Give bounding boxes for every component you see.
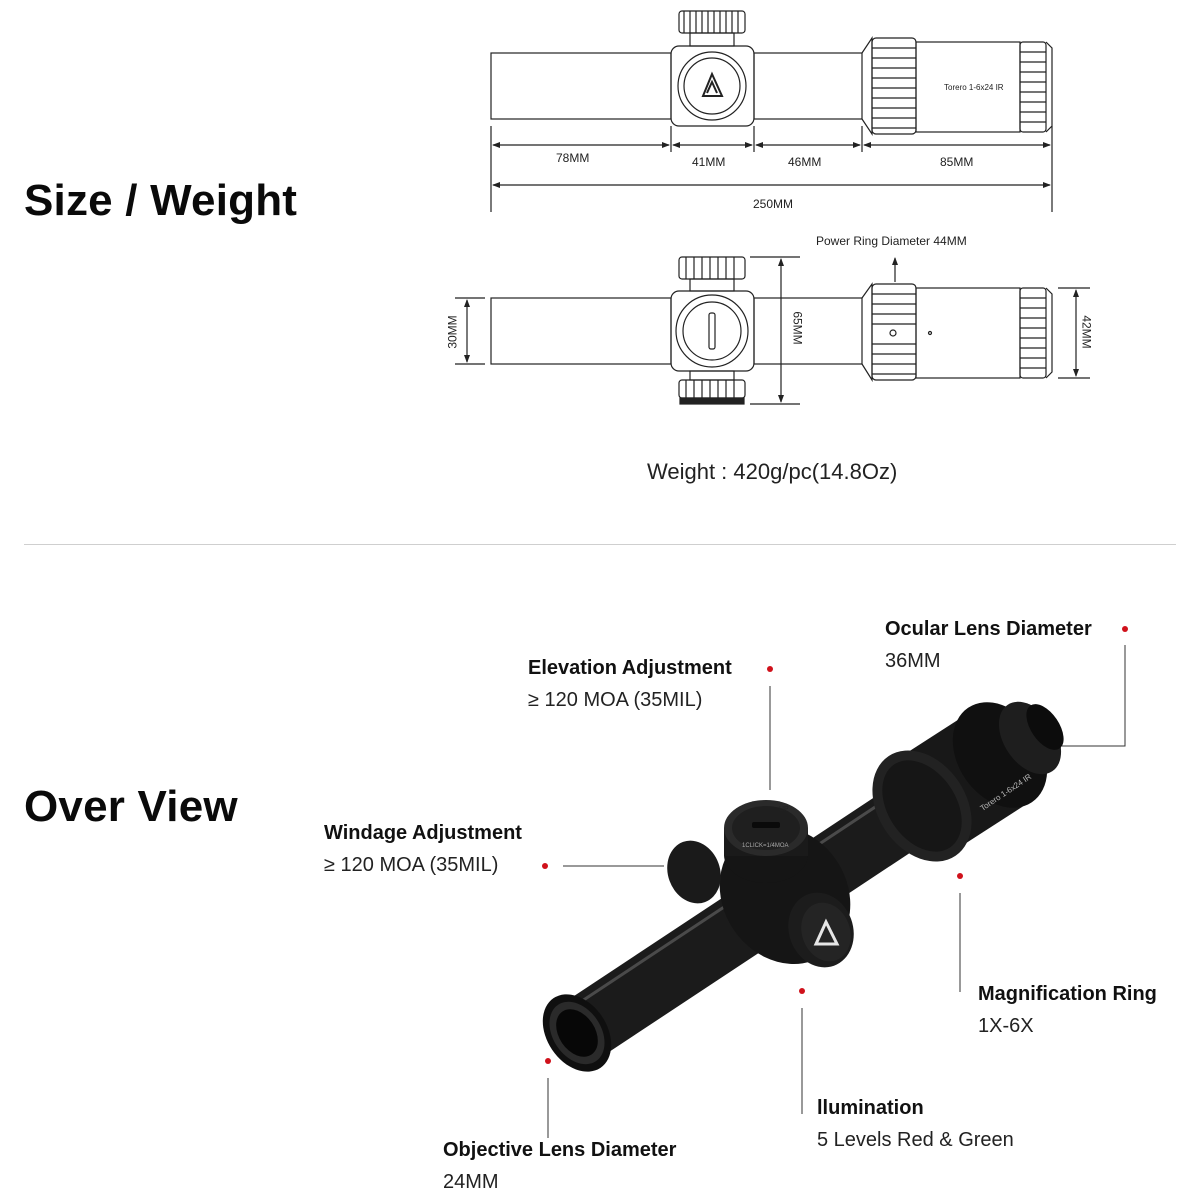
feature-illumination: llumination 5 Levels Red & Green — [817, 1097, 1014, 1152]
turret-click-engraving: 1CLICK=1/4MOA — [742, 843, 789, 849]
feature-title: Windage Adjustment — [324, 822, 522, 844]
windage-dot — [542, 863, 548, 869]
feature-value: 1X-6X — [978, 1015, 1034, 1037]
dim-30mm: 30MM — [445, 315, 460, 349]
power-ring-label: Power Ring Diameter 44MM — [816, 234, 967, 248]
top-view-drawing — [490, 10, 1053, 212]
illumination-dot — [799, 988, 805, 994]
feature-value: 24MM — [443, 1171, 499, 1193]
side-view-drawing — [455, 256, 1090, 405]
dim-250mm: 250MM — [753, 197, 794, 211]
feature-title: Elevation Adjustment — [528, 657, 732, 679]
dim-65mm: 65MM — [790, 311, 805, 345]
magnification-dot — [957, 873, 963, 879]
model-label-drawing: Torero 1-6x24 IR — [944, 83, 1004, 92]
weight-text: Weight : 420g/pc(14.8Oz) — [647, 459, 898, 484]
feature-objective: Objective Lens Diameter 24MM — [443, 1139, 676, 1194]
feature-value: ≥ 120 MOA (35MIL) — [528, 689, 703, 711]
callout-lines — [547, 645, 1126, 1138]
feature-title: llumination — [817, 1097, 924, 1119]
feature-title: Magnification Ring — [978, 983, 1157, 1005]
feature-title: Ocular Lens Diameter — [885, 618, 1092, 640]
feature-windage: Windage Adjustment ≥ 120 MOA (35MIL) — [324, 822, 522, 877]
feature-value: ≥ 120 MOA (35MIL) — [324, 854, 499, 876]
section-divider — [24, 544, 1176, 545]
feature-value: 5 Levels Red & Green — [817, 1129, 1014, 1151]
elevation-dot — [767, 666, 773, 672]
feature-title: Objective Lens Diameter — [443, 1139, 677, 1161]
dim-78mm: 78MM — [556, 151, 590, 165]
dim-41mm: 41MM — [692, 155, 726, 169]
size-weight-title: Size / Weight — [24, 176, 298, 225]
feature-value: 36MM — [885, 650, 941, 672]
ocular-dot — [1122, 626, 1128, 632]
dim-85mm: 85MM — [940, 155, 974, 169]
dim-42mm: 42MM — [1079, 315, 1094, 349]
feature-elevation: Elevation Adjustment ≥ 120 MOA (35MIL) — [528, 657, 732, 712]
scope-render — [542, 701, 1064, 1072]
feature-ocular: Ocular Lens Diameter 36MM — [885, 618, 1092, 673]
dim-46mm: 46MM — [788, 155, 822, 169]
overview-title: Over View — [24, 782, 238, 831]
callout-dots — [542, 626, 1128, 1064]
turret-up-engraving: UP — [779, 806, 789, 813]
objective-dot — [545, 1058, 551, 1064]
feature-magnification: Magnification Ring 1X-6X — [978, 983, 1157, 1038]
